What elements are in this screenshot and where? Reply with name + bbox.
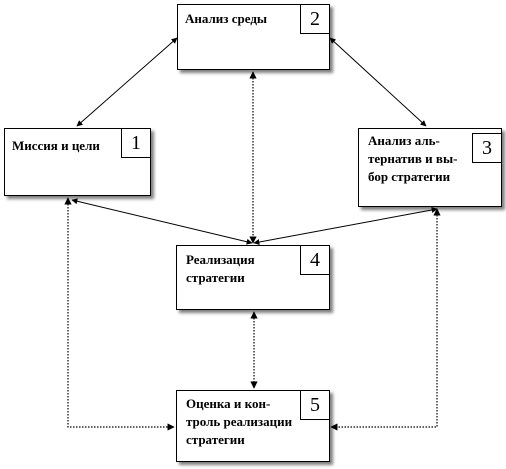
node-implementation-number: 4 [300,245,330,275]
node-mission: Миссия и цели 1 [4,128,151,196]
node-alternatives-number: 3 [472,133,502,163]
node-evaluation: Оценка и кон- троль реализации стратегии… [176,390,330,462]
edge-mission-evaluation [64,197,175,431]
edge-mission-implementation [71,198,253,245]
edge-alternatives-evaluation [330,208,441,431]
node-analysis: Анализ среды 2 [177,4,330,70]
node-implementation: Реализация стратегии 4 [176,245,330,310]
edge-mission-analysis [76,37,178,127]
node-implementation-label: Реализация стратегии [186,252,255,285]
edge-analysis-alternatives [329,37,427,127]
edge-alternatives-implementation [253,207,438,245]
node-analysis-label: Анализ среды [185,11,268,26]
node-mission-number: 1 [121,128,151,158]
node-evaluation-number: 5 [300,390,330,420]
node-evaluation-label: Оценка и кон- троль реализации стратегии [186,396,293,447]
node-mission-label: Миссия и цели [12,138,100,153]
node-alternatives-label: Анализ аль- тернатив и вы- бор стратегии [368,133,458,184]
node-alternatives: Анализ аль- тернатив и вы- бор стратегии… [358,128,502,207]
node-analysis-number: 2 [300,4,330,34]
